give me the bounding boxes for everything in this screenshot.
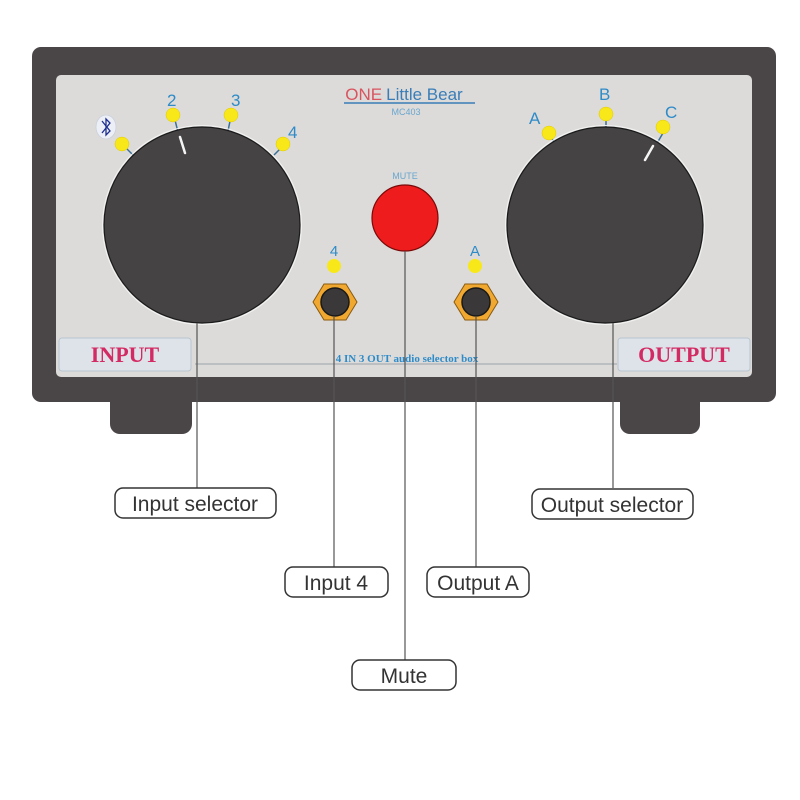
model-number: MC403: [391, 107, 420, 117]
input-4-jack[interactable]: [320, 287, 350, 317]
input-led-3: [223, 107, 239, 123]
output-a-jack[interactable]: [461, 287, 491, 317]
input-jack-label: 4: [330, 243, 338, 260]
output-led-c: [655, 119, 671, 135]
svg-text:Output selector: Output selector: [541, 494, 683, 517]
input-selector-knob-group[interactable]: 2 3 4: [95, 91, 302, 325]
output-jack-label: A: [470, 243, 480, 260]
input-position-4-label: 4: [288, 123, 297, 142]
svg-text:Input selector: Input selector: [132, 493, 258, 516]
output-led-a: [541, 125, 557, 141]
input-knob-pointer: [178, 135, 187, 155]
callout-input-selector: Input selector: [114, 487, 277, 519]
output-selector-knob-group[interactable]: A B C: [505, 85, 705, 325]
input-led-bluetooth: [114, 136, 130, 152]
input-led-2: [165, 107, 181, 123]
output-selector-knob[interactable]: [506, 126, 704, 324]
output-a-jack-group[interactable]: A: [453, 243, 499, 321]
input-4-jack-group[interactable]: 4: [312, 243, 358, 321]
output-panel-label: OUTPUT: [617, 337, 751, 372]
input-selector-knob[interactable]: [103, 126, 301, 324]
svg-text:INPUT: INPUT: [91, 342, 160, 367]
callout-output-selector: Output selector: [531, 488, 694, 520]
input-led-4: [275, 136, 291, 152]
input-panel-label: INPUT: [58, 337, 192, 372]
callout-output-a: Output A: [426, 566, 530, 598]
mute-button[interactable]: [371, 184, 439, 252]
svg-text:Output A: Output A: [437, 572, 519, 595]
device-tagline: 4 IN 3 OUT audio selector box: [336, 353, 479, 365]
output-position-c-label: C: [665, 103, 677, 122]
output-led-b: [598, 106, 614, 122]
svg-text:Input 4: Input 4: [304, 572, 369, 595]
callout-input-4: Input 4: [284, 566, 389, 598]
svg-text:OUTPUT: OUTPUT: [638, 342, 730, 367]
input-position-2-label: 2: [167, 91, 176, 110]
bluetooth-icon: [95, 114, 117, 140]
output-position-a-label: A: [529, 109, 541, 128]
input-position-3-label: 3: [231, 91, 240, 110]
output-jack-led: [468, 259, 482, 273]
svg-text:Mute: Mute: [381, 665, 428, 688]
input-jack-led: [327, 259, 341, 273]
output-knob-pointer: [643, 144, 655, 162]
output-position-b-label: B: [599, 85, 610, 104]
mute-label: MUTE: [392, 171, 418, 181]
callout-mute: Mute: [351, 659, 457, 691]
